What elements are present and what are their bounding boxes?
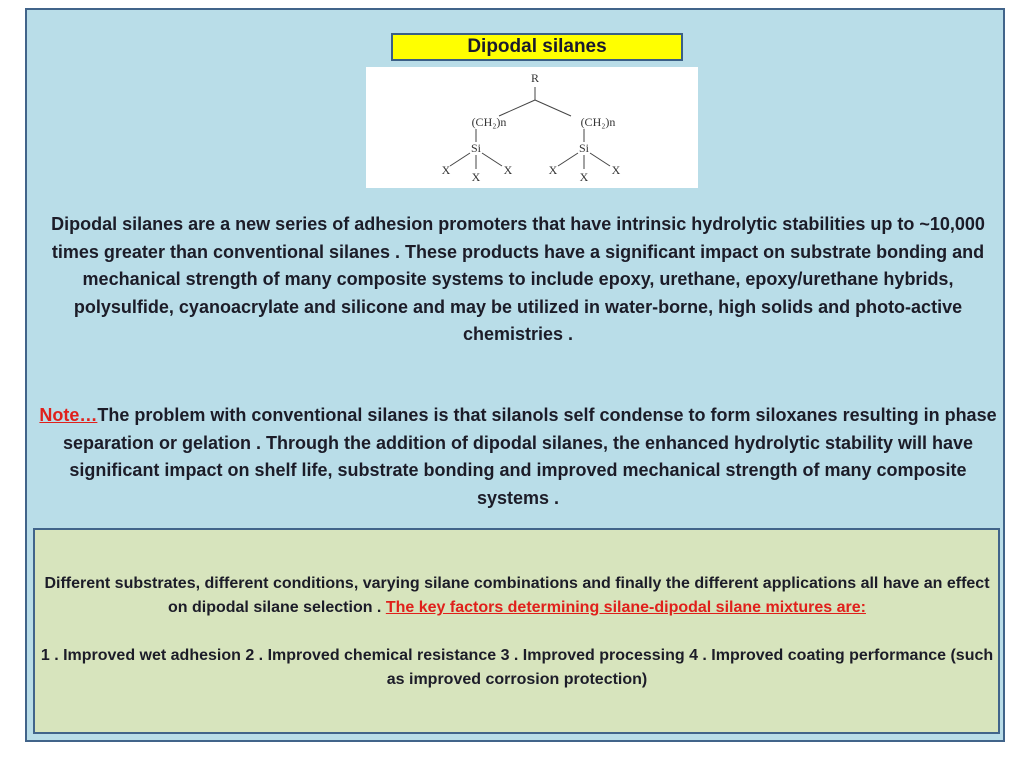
structure-si-right: Si: [579, 141, 590, 155]
dipodal-structure-diagram: R (CH₂)n (CH₂)n Si Si X X X X X X: [366, 67, 698, 188]
factors-box: [33, 528, 1000, 734]
factors-list: 1 . Improved wet adhesion 2 . Improved c…: [40, 647, 994, 688]
note-label: Note…: [39, 405, 98, 425]
structure-x-left-1: X: [442, 163, 451, 177]
note-text: The problem with conventional silanes is…: [62, 405, 997, 508]
structure-x-left-2: X: [472, 170, 481, 184]
factors-intro: Different substrates, different conditio…: [40, 572, 994, 620]
main-paragraph: Dipodal silanes are a new series of adhe…: [51, 214, 985, 344]
structure-svg: R (CH₂)n (CH₂)n Si Si X X X X X X: [442, 71, 621, 184]
structure-ch2-left: (CH₂)n: [472, 115, 507, 129]
note-paragraph: Note…The problem with conventional silan…: [38, 402, 998, 512]
structure-x-left-3: X: [504, 163, 513, 177]
structure-si-left: Si: [471, 141, 482, 155]
slide-title: Dipodal silanes: [391, 33, 683, 61]
structure-x-right-2: X: [580, 170, 589, 184]
key-factors-heading: The key factors determining silane-dipod…: [385, 599, 866, 616]
structure-r-label: R: [531, 71, 539, 85]
structure-ch2-right: (CH₂)n: [581, 115, 616, 129]
factors-intro-text: Different substrates, different conditio…: [44, 575, 990, 616]
structure-x-right-1: X: [549, 163, 558, 177]
structure-x-right-3: X: [612, 163, 621, 177]
